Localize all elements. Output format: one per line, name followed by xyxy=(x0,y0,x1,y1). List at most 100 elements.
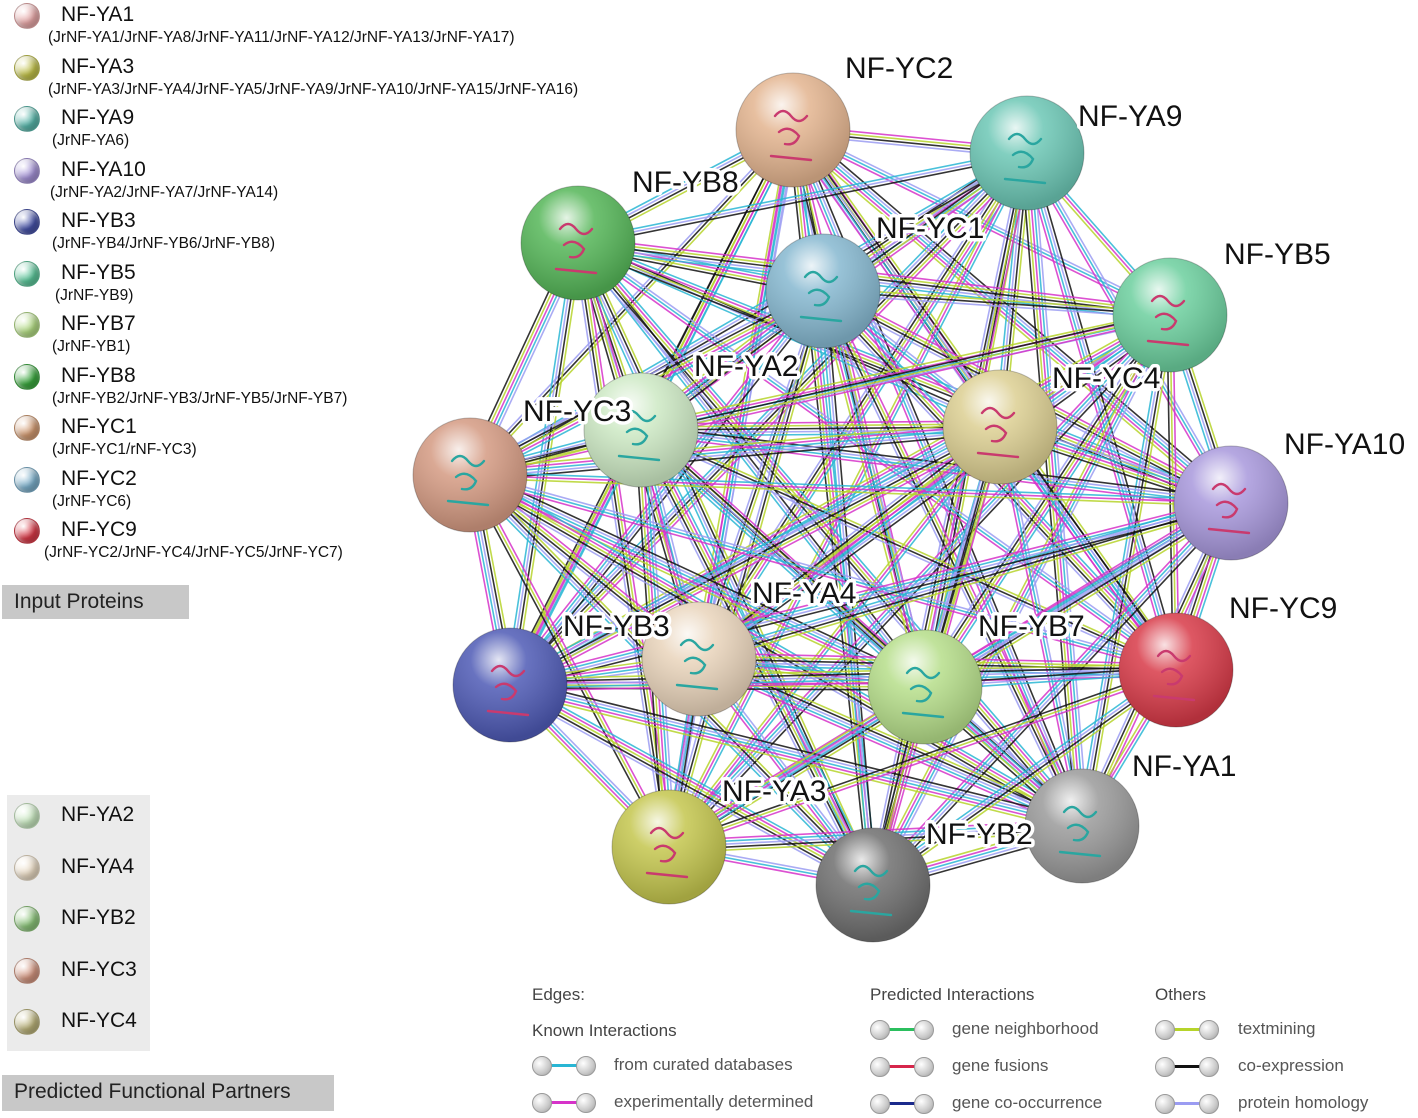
interaction-edge xyxy=(820,291,1082,828)
node-nf-yc1[interactable]: NF-YC1 xyxy=(765,209,988,349)
interaction-edge xyxy=(873,503,1233,887)
interaction-edge xyxy=(512,431,1004,692)
protein-structure-icon xyxy=(1152,649,1196,702)
interaction-edge xyxy=(671,291,827,849)
interaction-edge xyxy=(696,423,999,658)
node-label: NF-YC2 xyxy=(845,52,953,85)
interaction-edge xyxy=(644,424,930,684)
interaction-edge xyxy=(469,474,1177,671)
interaction-edge xyxy=(471,471,1084,825)
interaction-edge xyxy=(511,678,1084,821)
edge-key-swatch xyxy=(870,1020,934,1040)
node-nf-yb2[interactable]: NF-YB2 xyxy=(815,815,1036,943)
interaction-edge xyxy=(507,242,578,685)
interaction-edge xyxy=(639,309,1170,427)
interaction-edge xyxy=(639,432,1176,674)
known-interactions-heading: Known Interactions xyxy=(532,1021,677,1040)
interaction-edge xyxy=(875,673,1180,890)
protein-structure-icon xyxy=(14,157,40,184)
protein-structure-icon xyxy=(554,222,598,275)
edge-key-swatch xyxy=(532,1093,596,1113)
interaction-edge xyxy=(575,244,1081,829)
interaction-edge xyxy=(510,243,581,686)
protein-structure-icon xyxy=(14,106,40,132)
protein-structure-icon xyxy=(14,209,40,235)
node-nf-ya2[interactable]: NF-YA2 xyxy=(583,347,802,488)
node-nf-ya3[interactable]: NF-YA3 xyxy=(611,772,830,905)
interaction-edge xyxy=(470,471,927,686)
predicted-partners-title: Predicted Functional Partners xyxy=(2,1075,334,1111)
predicted-interactions-heading: Predicted Interactions xyxy=(870,985,1035,1004)
protein-structure-icon xyxy=(14,1009,40,1035)
interaction-edge xyxy=(868,312,1167,884)
interaction-edge xyxy=(641,424,1232,500)
node-nf-yc3[interactable]: NF-YC3 xyxy=(412,392,635,533)
interaction-edge xyxy=(510,681,1083,824)
protein-structure-icon xyxy=(14,803,40,829)
interaction-edge xyxy=(512,293,828,689)
legend-protein-members: (JrNF-YA3/JrNF-YA4/JrNF-YA5/JrNF-YA9/JrN… xyxy=(48,80,579,98)
interaction-edge xyxy=(508,289,823,685)
protein-structure-icon xyxy=(14,957,40,984)
node-label: NF-YA1 xyxy=(1132,750,1236,783)
interaction-edge xyxy=(468,477,1176,674)
legend-protein-name: NF-YA10 xyxy=(61,157,146,181)
interaction-edge xyxy=(1166,315,1174,671)
interaction-edge xyxy=(470,471,1232,501)
protein-structure-icon xyxy=(1003,132,1047,185)
interaction-edge xyxy=(1032,152,1089,826)
interaction-edge xyxy=(642,428,877,885)
legend-protein-name: NF-YC1 xyxy=(61,415,137,438)
partner-protein-name: NF-YA4 xyxy=(61,854,135,878)
interaction-edge xyxy=(867,151,1024,885)
protein-structure-icon xyxy=(645,826,689,879)
node-label: NF-YA2 xyxy=(694,350,798,383)
interaction-edge xyxy=(577,152,1028,244)
node-nf-ya10[interactable]: NF-YA10 xyxy=(1173,425,1409,561)
node-label: NF-YB2 xyxy=(926,818,1033,851)
legend-protein-members: (JrNF-YB4/JrNF-YB6/JrNF-YB8) xyxy=(52,235,276,252)
node-label: NF-YC4 xyxy=(1052,362,1160,395)
interaction-edge xyxy=(509,669,1177,686)
interaction-edge xyxy=(822,290,1171,316)
partner-protein-name: NF-YC3 xyxy=(61,957,137,981)
legend-protein-members: (JrNF-YB2/JrNF-YB3/JrNF-YB5/JrNF-YB7) xyxy=(52,389,348,407)
node-nf-yc4[interactable]: NF-YC4 xyxy=(942,359,1164,485)
legend-protein-name: NF-YB8 xyxy=(61,363,136,387)
edge-key-swatch xyxy=(1155,1057,1219,1077)
protein-structure-icon xyxy=(1207,482,1251,535)
interaction-edge xyxy=(466,476,668,849)
interaction-edge xyxy=(671,130,797,848)
protein-structure-icon xyxy=(14,3,40,29)
legend-protein-members: (JrNF-YA2/JrNF-YA7/JrNF-YA14) xyxy=(50,183,279,201)
interaction-edge xyxy=(1030,151,1182,669)
interaction-edge xyxy=(469,474,1232,504)
node-label: NF-YB8 xyxy=(632,166,739,199)
interaction-edge xyxy=(469,129,794,476)
node-nf-yb5[interactable]: NF-YB5 xyxy=(1112,235,1334,373)
edge-key-swatch xyxy=(870,1094,934,1114)
node-label: NF-YA10 xyxy=(1284,428,1405,461)
node-nf-ya1[interactable]: NF-YA1 xyxy=(1024,747,1240,884)
partner-protein-name: NF-YA2 xyxy=(61,803,135,826)
node-nf-yb8[interactable]: NF-YB8 xyxy=(520,163,742,301)
interaction-edge xyxy=(668,426,1001,848)
interaction-edge xyxy=(870,152,1027,885)
node-nf-ya4[interactable]: NF-YA4 xyxy=(641,574,860,717)
interaction-edge xyxy=(693,129,790,659)
node-nf-yb7[interactable]: NF-YB7 xyxy=(867,607,1088,745)
legend-protein-name: NF-YB3 xyxy=(61,209,136,232)
interaction-edge xyxy=(698,152,1028,660)
protein-structure-icon xyxy=(799,270,843,323)
edge-key-swatch xyxy=(870,1057,934,1077)
edge-key-label: gene fusions xyxy=(952,1056,1049,1075)
interaction-edge xyxy=(511,681,875,884)
node-nf-yb3[interactable]: NF-YB3 xyxy=(452,607,673,743)
node-nf-yc2[interactable]: NF-YC2 xyxy=(735,49,957,188)
node-nf-ya9[interactable]: NF-YA9 xyxy=(969,95,1186,211)
node-label: NF-YC1 xyxy=(876,212,984,245)
interaction-edge xyxy=(508,686,872,889)
node-nf-yc9[interactable]: NF-YC9 xyxy=(1118,589,1341,728)
